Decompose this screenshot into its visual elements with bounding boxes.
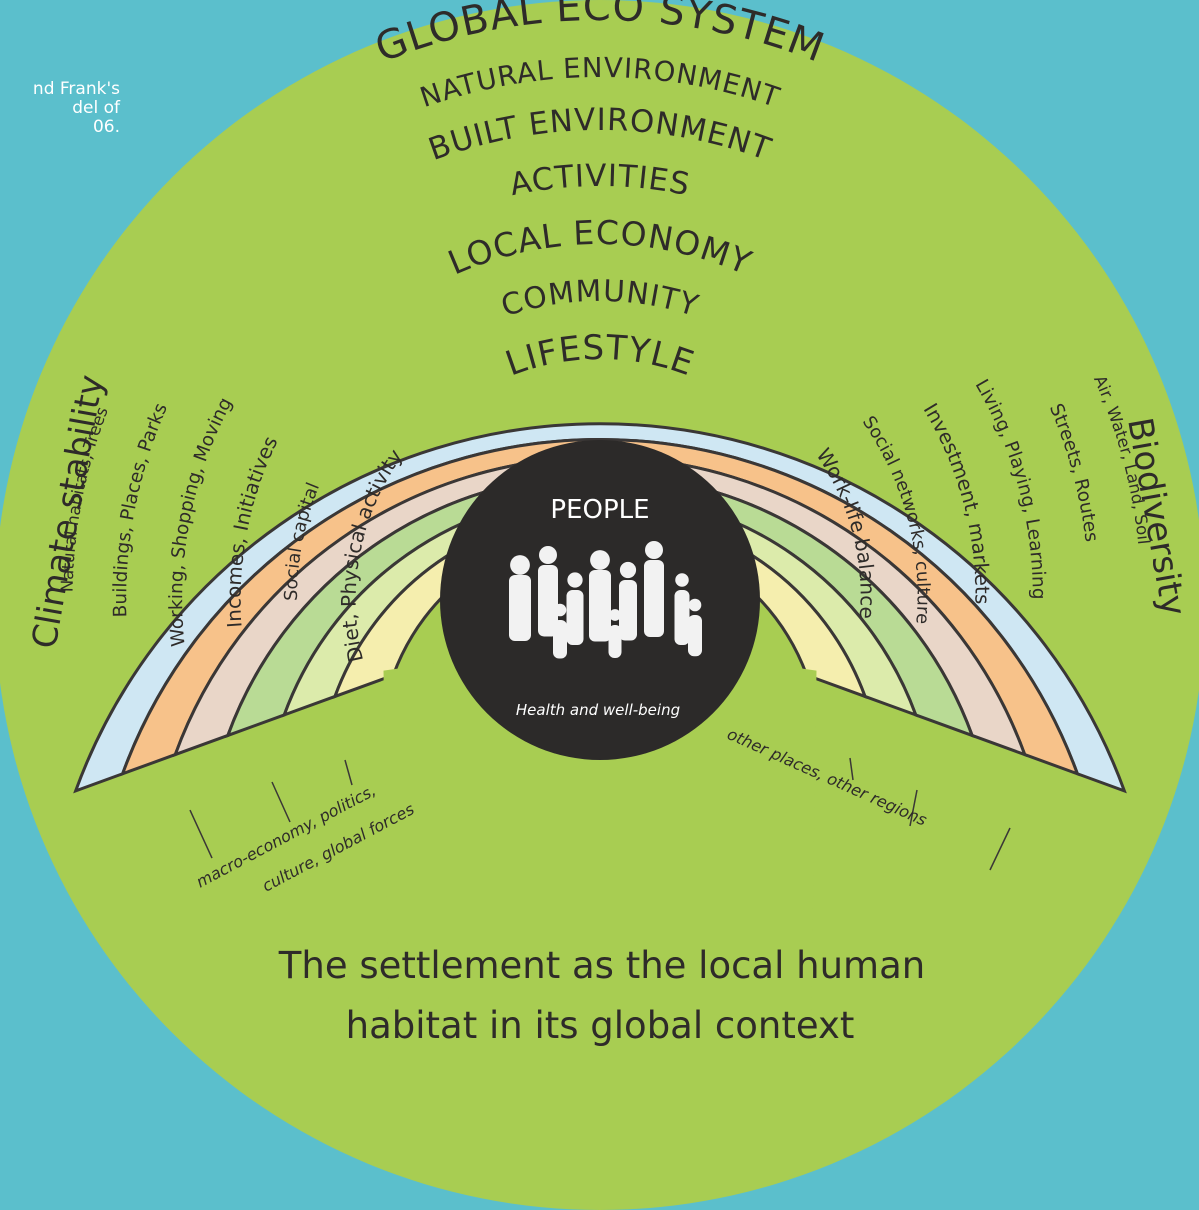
person-body-9 [688, 615, 702, 657]
person-body-6 [674, 590, 690, 645]
person-head-4 [619, 561, 637, 579]
person-head-0 [510, 555, 530, 575]
person-head-2 [567, 572, 583, 588]
influence-arrow-0 [189, 809, 213, 859]
influence-arrow-5 [989, 827, 1011, 871]
person-body-5 [644, 560, 664, 637]
person-body-0 [509, 575, 531, 641]
influence-arrow-1 [271, 781, 291, 823]
person-body-2 [566, 590, 584, 645]
person-head-9 [688, 598, 702, 612]
influence-arrow-3 [849, 757, 854, 781]
people-figures-icon [509, 541, 702, 659]
partial-caption-text: nd Frank's del of 06. [32, 79, 120, 137]
person-head-7 [553, 603, 567, 617]
person-body-7 [553, 620, 567, 659]
person-head-3 [590, 550, 610, 570]
people-subtitle: Health and well-being [516, 701, 680, 719]
person-body-1 [538, 565, 558, 637]
person-body-3 [589, 570, 611, 642]
influence-arrow-2 [344, 759, 353, 786]
influence-arrows [189, 757, 1011, 871]
people-title: PEOPLE [550, 495, 649, 525]
settlement-caption-line1: The settlement as the local human [278, 944, 925, 987]
person-head-1 [539, 546, 557, 564]
person-body-4 [619, 580, 637, 641]
influence-arrow-4 [909, 789, 918, 827]
person-head-6 [675, 573, 689, 587]
center-green-wedge [383, 640, 817, 1077]
person-body-8 [608, 625, 622, 658]
person-head-5 [645, 541, 663, 559]
settlement-caption-line2: habitat in its global context [346, 1004, 855, 1047]
person-head-8 [609, 609, 621, 621]
